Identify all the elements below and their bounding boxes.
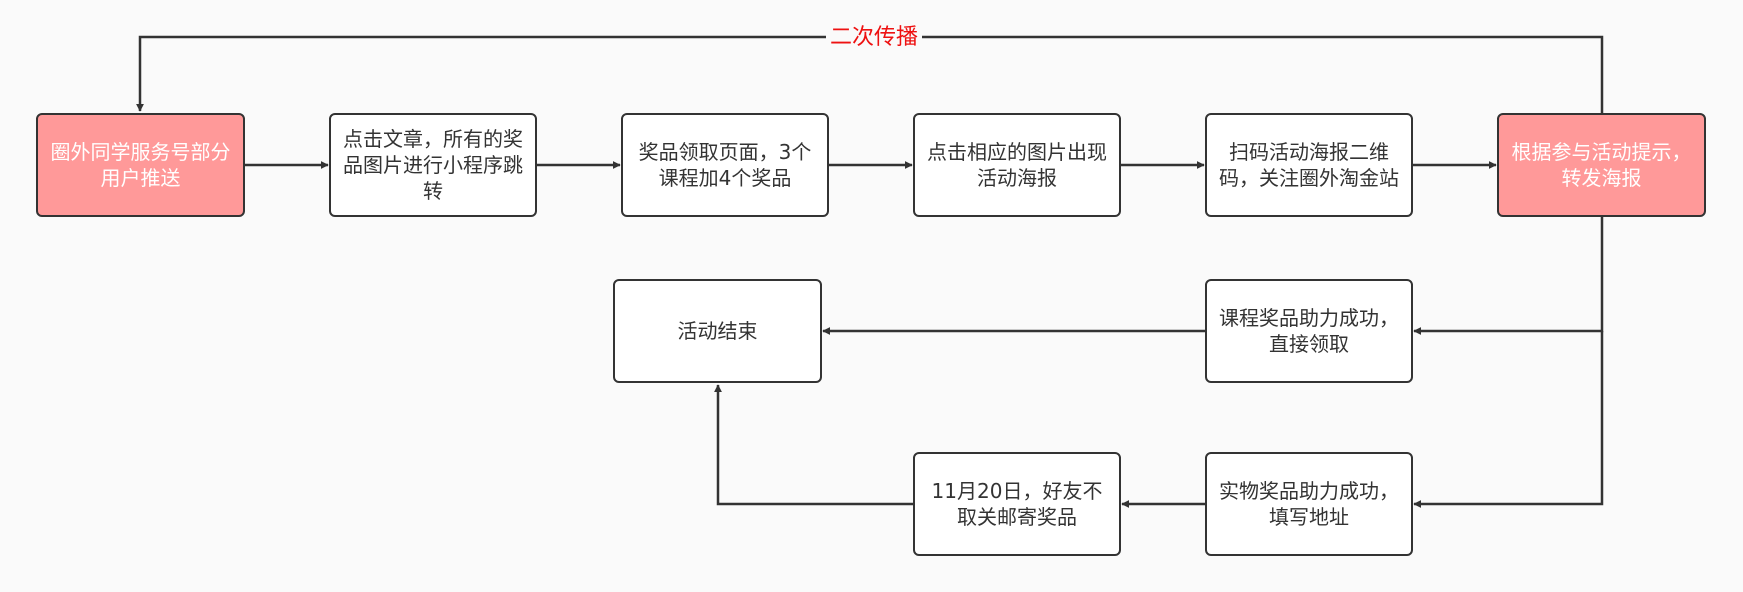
node-physical-success: 实物奖品助力成功，填写地址 [1205,452,1413,556]
node-share-poster: 根据参与活动提示，转发海报 [1497,113,1706,217]
node-scan-poster: 扫码活动海报二维码，关注圈外淘金站 [1205,113,1413,217]
node-mail-prize: 11月20日，好友不取关邮寄奖品 [913,452,1121,556]
node-click-image: 点击相应的图片出现活动海报 [913,113,1121,217]
edge-mail-to-end [714,384,913,506]
edge-share-to-course-success [1413,217,1604,335]
node-course-success: 课程奖品助力成功，直接领取 [1205,279,1413,383]
node-prize-page: 奖品领取页面，3个课程加4个奖品 [621,113,829,217]
node-click-article: 点击文章，所有的奖品图片进行小程序跳转 [329,113,537,217]
node-activity-end: 活动结束 [613,279,822,383]
secondary-spread-label: 二次传播 [826,25,923,51]
edge-share-to-physical-success [1413,331,1604,508]
node-push: 圈外同学服务号部分用户推送 [36,113,245,217]
